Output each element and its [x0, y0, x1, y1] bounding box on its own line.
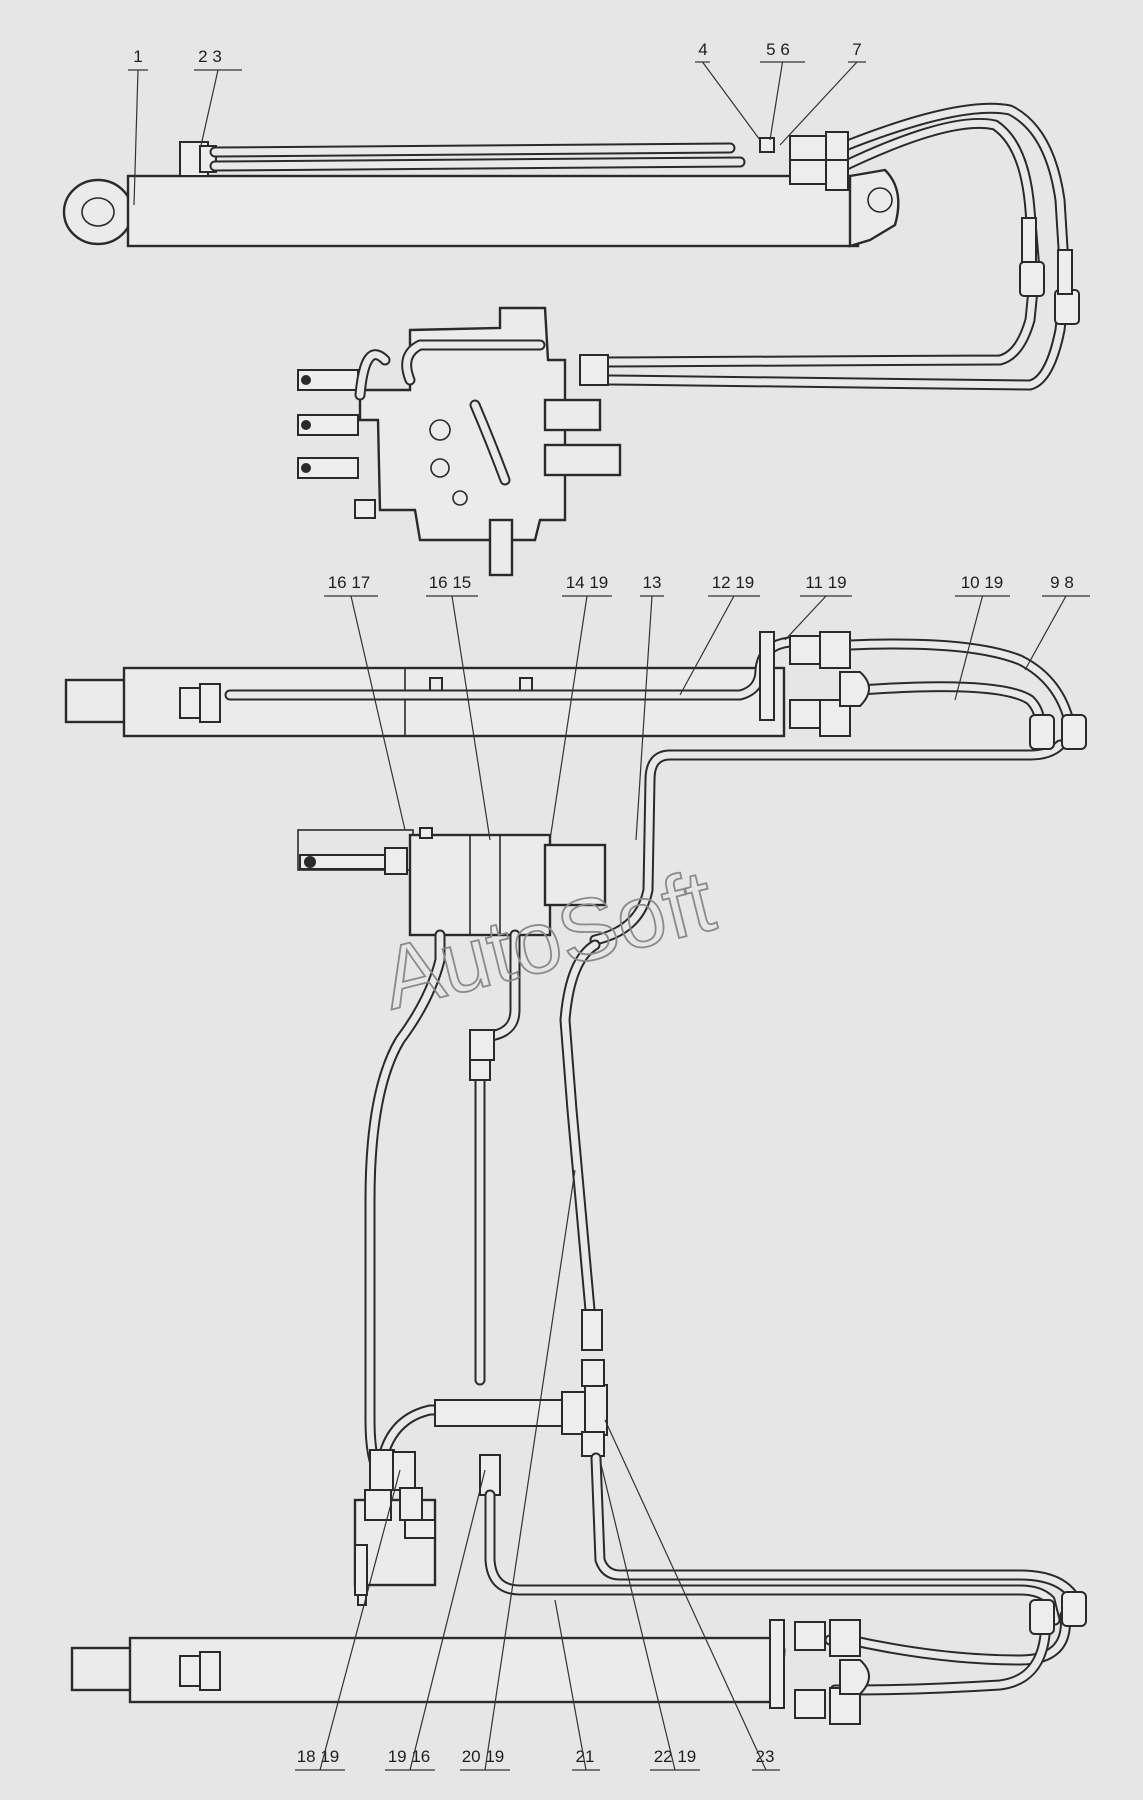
callout-c19: 19 16	[385, 1469, 486, 1771]
callout-c16b: 16 15	[426, 573, 491, 841]
middle-pipes	[224, 631, 1087, 946]
callout-leader-line	[769, 61, 784, 141]
callout-label: 23	[756, 1747, 775, 1766]
top-cylinder	[62, 141, 900, 248]
callout-c23: 23	[604, 1419, 780, 1771]
callout-label: 7	[852, 40, 861, 59]
callout-label: 10 19	[961, 573, 1004, 592]
callout-leader-line	[599, 1459, 676, 1771]
callout-label: 9 8	[1050, 573, 1074, 592]
callout-c18: 18 19	[295, 1469, 401, 1771]
manifold-block	[297, 827, 607, 937]
callout-leader-line	[779, 61, 858, 146]
callout-leader-line	[451, 595, 491, 841]
callout-leader-line	[702, 61, 761, 141]
callout-label: 16 15	[429, 573, 472, 592]
callout-leader-line	[319, 1469, 401, 1771]
callout-label: 12 19	[712, 573, 755, 592]
lower-manifold	[353, 1359, 608, 1606]
callout-c16a: 16 17	[324, 573, 406, 831]
callout-c5: 5 6	[760, 40, 805, 141]
callout-leader-line	[554, 1599, 587, 1771]
callout-c22: 22 19	[599, 1459, 700, 1771]
callout-c20: 20 19	[460, 1169, 576, 1771]
vertical-hoses	[364, 929, 603, 1481]
callout-label: 11 19	[805, 573, 846, 592]
callout-label: 22 19	[654, 1747, 697, 1766]
callout-c7: 7	[779, 40, 866, 146]
callout-leader-line	[954, 595, 984, 701]
callout-label: 4	[698, 40, 707, 59]
callout-c1: 1	[128, 47, 148, 206]
callout-leader-line	[409, 1469, 486, 1771]
callout-label: 1	[133, 47, 142, 66]
control-valve	[297, 306, 622, 577]
callout-leader-line	[679, 595, 735, 696]
callout-leader-line	[549, 595, 588, 841]
top-pipes	[209, 102, 1080, 391]
bottom-cylinder	[70, 1619, 870, 1725]
callout-leader-line	[635, 595, 653, 841]
callout-label: 21	[576, 1747, 595, 1766]
callout-label: 20 19	[462, 1747, 505, 1766]
callout-label: 5 6	[766, 40, 790, 59]
callout-c12: 12 19	[679, 573, 760, 696]
callout-leader-line	[133, 69, 139, 206]
callout-label: 19 16	[388, 1747, 431, 1766]
callout-c2: 2 3	[194, 47, 242, 151]
callout-leader-line	[1024, 595, 1067, 671]
callout-c21: 21	[554, 1599, 600, 1771]
part-callouts: 1 2 3 4 5 6 7 16 17 16 15 14 19 13 12 19 11 19 10 1…	[128, 40, 1090, 1771]
callout-label: 18 19	[297, 1747, 340, 1766]
callout-leader-line	[604, 1419, 767, 1771]
callout-c13: 13	[635, 573, 664, 841]
callout-leader-line	[484, 1169, 576, 1771]
callout-c10: 10 19	[954, 573, 1010, 701]
callout-label: 16 17	[328, 573, 371, 592]
callout-c14: 14 19	[549, 573, 612, 841]
callout-leader-line	[350, 595, 406, 831]
callout-leader-line	[199, 69, 219, 151]
callout-c4: 4	[695, 40, 761, 141]
callout-leader-line	[784, 595, 827, 641]
callout-label: 14 19	[566, 573, 609, 592]
callout-c9: 9 8	[1024, 573, 1090, 671]
callout-label: 2 3	[198, 47, 222, 66]
middle-cylinder	[64, 666, 786, 738]
callout-label: 13	[643, 573, 662, 592]
callout-c11: 11 19	[784, 573, 852, 641]
